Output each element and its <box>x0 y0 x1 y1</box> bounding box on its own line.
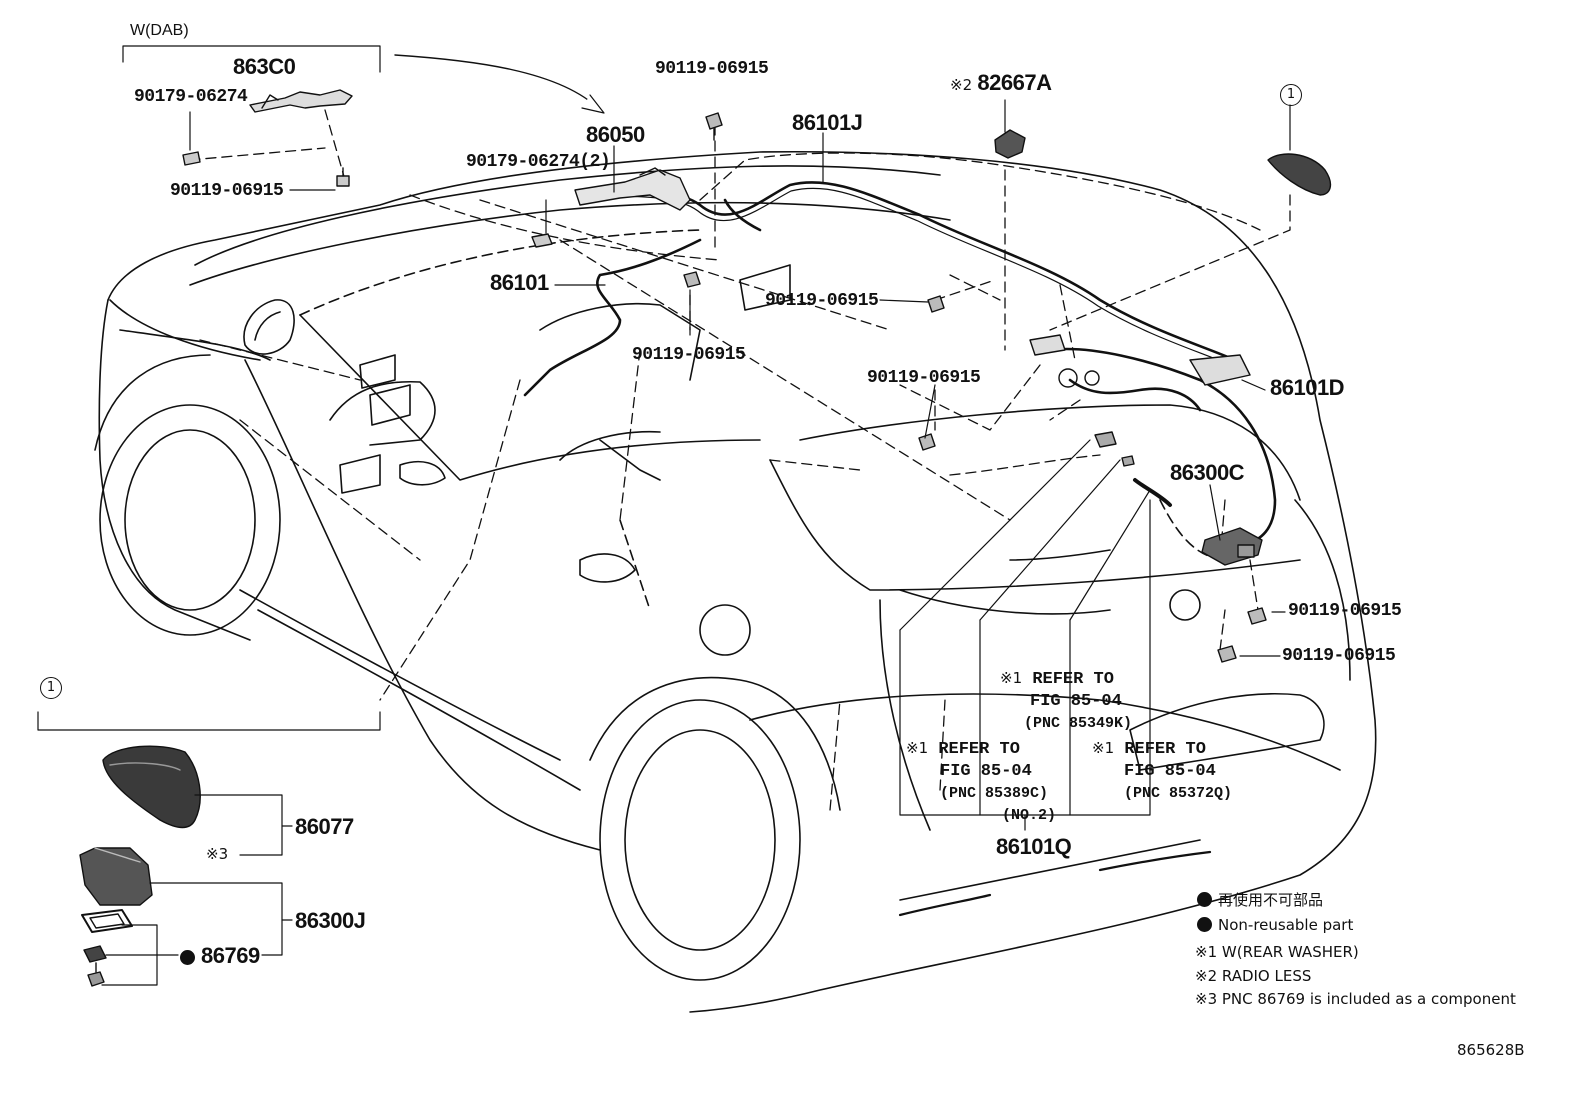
part-label-90179-06274-2: 90179-06274(2) <box>466 152 611 172</box>
bolt-90119-mid2 <box>683 271 701 288</box>
part-label-90119-06915-top: 90119-06915 <box>170 181 284 201</box>
figure-id: 865628B <box>1457 1041 1525 1059</box>
clip-90179-2 <box>531 233 553 248</box>
part-82667A-shape <box>994 129 1026 159</box>
bolt-90119-center-top <box>705 112 723 141</box>
legend-note-3: ※3 PNC 86769 is included as a component <box>1195 990 1516 1008</box>
legend-en: Non-reusable part <box>1197 917 1353 933</box>
part-label-90119-06915-mid2: 90119-06915 <box>632 345 746 365</box>
legend-jp: 再使用不可部品 <box>1197 892 1323 908</box>
part-label-90119-06915-top-center: 90119-06915 <box>655 59 769 79</box>
part-label-86050: 86050 <box>586 122 645 147</box>
hidden-lines <box>189 109 1291 811</box>
callout-1-left: 1 <box>40 677 62 699</box>
part-86300C-amplifier <box>1201 527 1263 566</box>
refer-note-85349K: ※1 REFER TO FIG 85-04 (PNC 85349K) <box>1000 669 1133 732</box>
part-86077-note: ※3 <box>206 845 229 863</box>
refer-note-85389C: ※1 REFER TO FIG 85-04 (PNC 85389C) (NO.2… <box>906 739 1057 824</box>
part-863C0-bracket-shape <box>249 89 353 113</box>
part-label-86101J: 86101J <box>792 110 863 135</box>
w-dab-label: W(DAB) <box>130 22 189 39</box>
bolt-90119-top <box>336 167 350 187</box>
part-label-86300C: 86300C <box>1170 460 1245 485</box>
part-label-90119-06915-mid1: 90119-06915 <box>765 291 879 311</box>
part-label-86101D: 86101D <box>1270 375 1345 400</box>
grommet-1 <box>1094 431 1117 448</box>
part-label-86769: 86769 <box>180 945 260 967</box>
car-body-outline <box>94 150 1377 1013</box>
part-label-90179-06274-top: 90179-06274 <box>134 87 248 107</box>
antenna-base-86300J <box>79 847 153 906</box>
part-86050-shape <box>574 167 691 211</box>
grommet-2 <box>1121 455 1135 467</box>
radio-less-mark: ※2 <box>950 76 973 94</box>
shark-fin-antenna-small <box>1267 153 1332 196</box>
legend-note-2: ※2 RADIO LESS <box>1195 967 1312 985</box>
shark-fin-antenna-cover-86077 <box>102 745 201 829</box>
part-label-90119-06915-mid3: 90119-06915 <box>867 368 981 388</box>
bolt-90119-mid1 <box>927 295 945 313</box>
part-86101D-connector <box>1029 334 1251 388</box>
legend-note-1: ※1 W(REAR WASHER) <box>1195 943 1359 961</box>
bolt-90119-right2 <box>1217 645 1237 663</box>
component-shapes <box>79 89 1332 987</box>
part-label-86101: 86101 <box>490 270 549 295</box>
part-label-86077: 86077 <box>295 814 354 839</box>
bolt-inset-shape <box>87 962 105 987</box>
part-label-90119-06915-right1: 90119-06915 <box>1288 601 1402 621</box>
part-label-90119-06915-right2: 90119-06915 <box>1282 646 1396 666</box>
bolt-90119-right1 <box>1247 607 1267 625</box>
part-label-86101Q: 86101Q <box>996 834 1072 859</box>
refer-note-85372Q: ※1 REFER TO FIG 85-04 (PNC 85372Q) <box>1092 739 1233 802</box>
part-label-863C0: 863C0 <box>233 54 296 79</box>
bolt-90119-mid3 <box>918 433 936 451</box>
gasket-shape <box>81 909 133 933</box>
part-label-82667A: ※2 82667A <box>950 70 1052 95</box>
part-number-82667A: 82667A <box>977 70 1052 95</box>
part-label-86300J: 86300J <box>295 908 366 933</box>
non-reusable-dot-icon <box>180 950 195 965</box>
callout-1-top: 1 <box>1280 84 1302 106</box>
clip-90179-top <box>182 151 201 166</box>
antenna-harness <box>523 181 1277 547</box>
nut-86769-shape <box>83 945 107 963</box>
leader-lines <box>37 45 1291 986</box>
non-reusable-dot-icon <box>1197 892 1212 907</box>
non-reusable-dot-icon <box>1197 917 1212 932</box>
